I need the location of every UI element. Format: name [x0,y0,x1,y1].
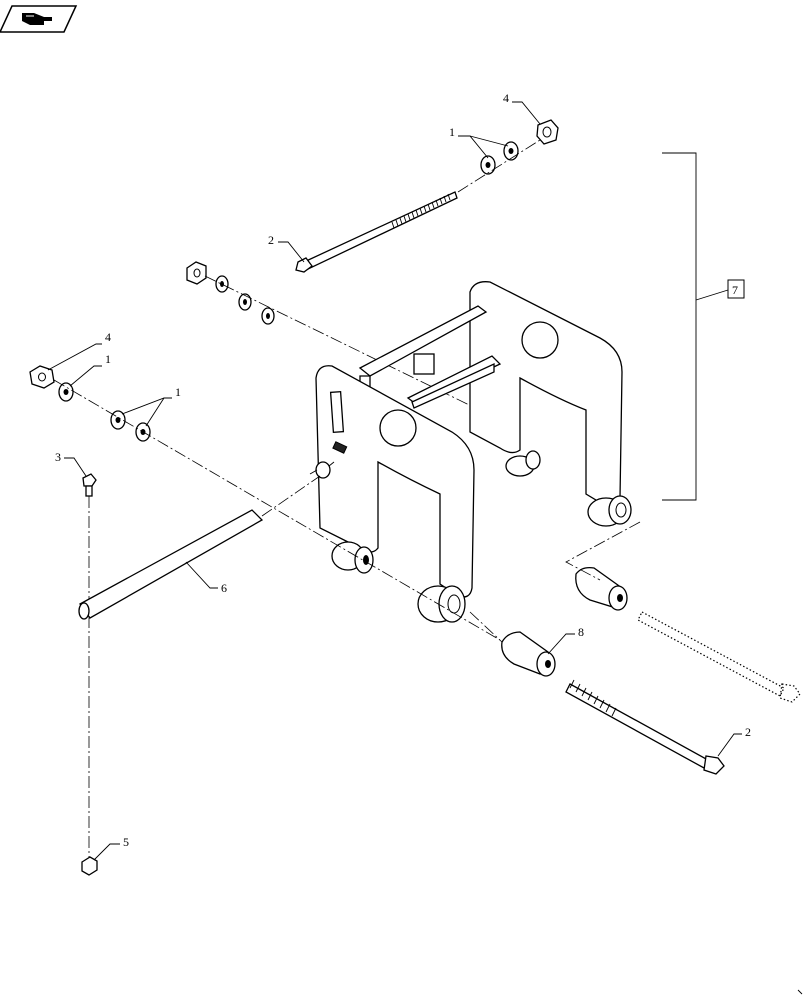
frame-assembly [309,281,632,623]
callout-label-5: 5 [123,835,129,849]
assembly-bracket [662,152,729,501]
callout-label-4-left: 4 [105,330,111,344]
corner-mark [797,989,803,995]
callout-label-1-top: 1 [449,125,455,139]
callout-4-top: 4 [503,91,541,125]
washer-top-2 [503,141,519,161]
callout-1-left: 1 [69,352,111,387]
lock-washer-3 [261,307,275,325]
screw-3 [82,473,97,497]
callout-2-bottom: 2 [717,725,751,757]
callout-6: 6 [185,561,227,595]
long-bolt-dotted [637,611,801,703]
rod-6 [78,509,264,620]
callout-1-top: 1 [449,125,509,159]
callout-label-4-top: 4 [503,91,509,105]
callout-label-8: 8 [578,625,584,639]
callout-label-7: 7 [732,283,738,297]
nut-mid [186,261,207,285]
pointing-hand-icon [22,13,52,25]
callout-2-top: 2 [268,233,305,263]
long-bolt-top [295,191,458,273]
lock-washer-2 [238,293,252,311]
nav-icon-box[interactable] [0,5,78,33]
callout-label-1-mid: 1 [175,385,181,399]
callout-7: 7 [727,279,745,299]
washer-top-1 [480,155,496,175]
lock-washer-1 [215,275,229,293]
roller-8 [501,631,556,677]
callout-3: 3 [55,450,87,477]
callout-8: 8 [547,625,584,655]
nut-5 [81,856,98,876]
callout-5: 5 [93,835,129,861]
callout-label-6: 6 [221,581,227,595]
nut-top [536,119,559,145]
nut-left [29,365,55,389]
callout-label-1-left: 1 [105,352,111,366]
roller-dotted [575,566,628,611]
callout-4-left: 4 [47,330,111,371]
callout-1-mid: 1 [121,385,181,427]
callout-label-2-bottom: 2 [745,725,751,739]
callout-label-3: 3 [55,450,61,464]
callout-label-2-top: 2 [268,233,274,247]
long-bolt-bottom [565,679,725,775]
washer-left-1 [58,382,74,402]
